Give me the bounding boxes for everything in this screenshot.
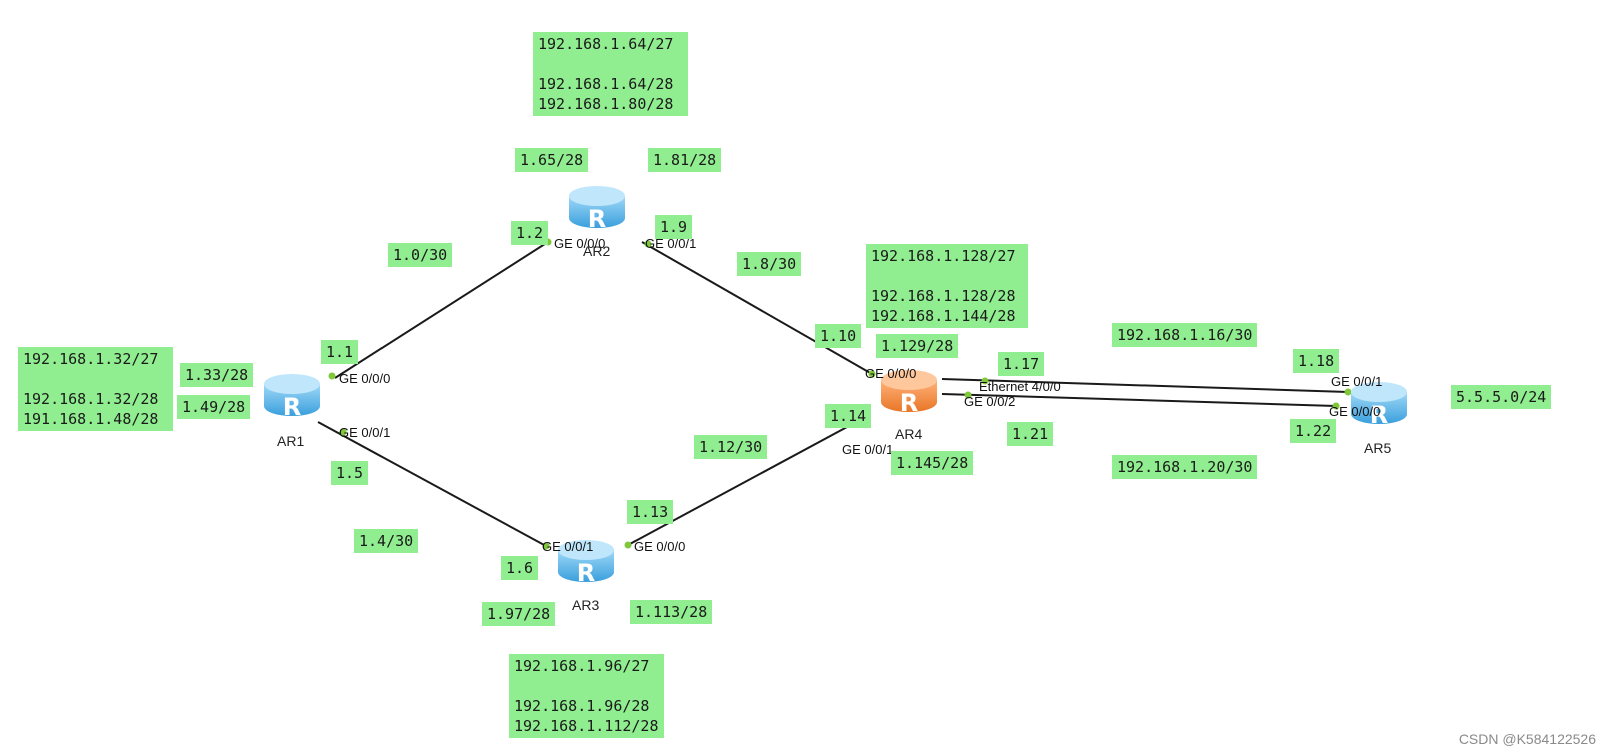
port-dot bbox=[1332, 402, 1340, 410]
note-ar4-ip-bottom: 1.14 bbox=[825, 404, 872, 428]
note-ar2-lan1: 1.65/28 bbox=[515, 148, 589, 172]
link-ar4-ar5-top[interactable] bbox=[941, 378, 1349, 393]
note-ar3-lan1: 1.97/28 bbox=[482, 602, 556, 626]
note-ar5-ip-bottom: 1.22 bbox=[1290, 419, 1337, 443]
router-glyph: R bbox=[577, 559, 595, 586]
note-ar4-lan1: 1.129/28 bbox=[876, 334, 959, 358]
note-ar2-ip-right: 1.9 bbox=[655, 215, 693, 239]
port-label-ar3-g000: GE 0/0/0 bbox=[634, 539, 686, 554]
port-dot bbox=[542, 542, 550, 550]
note-ar1-ip-bottom: 1.5 bbox=[331, 461, 369, 485]
note-ar4-ip-eth: 1.17 bbox=[998, 352, 1045, 376]
port-dot bbox=[868, 370, 876, 378]
note-ar3-lan-block: 192.168.1.96/27 192.168.1.96/28 192.168.… bbox=[509, 654, 664, 738]
links bbox=[317, 241, 1349, 547]
router-glyph: R bbox=[283, 393, 301, 420]
port-label-ar2-g000: GE 0/0/0 bbox=[554, 236, 606, 251]
note-ar5-ip-top: 1.18 bbox=[1293, 349, 1340, 373]
router-glyph: R bbox=[1370, 401, 1388, 428]
port-label-ar4-g002: GE 0/0/2 bbox=[964, 394, 1016, 409]
note-ar1-lan1: 1.33/28 bbox=[180, 363, 254, 387]
port-dot bbox=[981, 377, 989, 385]
port-label-ar4-g000: GE 0/0/0 bbox=[865, 366, 917, 381]
link-ar3-ar4[interactable] bbox=[627, 419, 861, 546]
note-ar2-lan2: 1.81/28 bbox=[648, 148, 722, 172]
note-ar2-lan-block: 192.168.1.64/27 192.168.1.64/28 192.168.… bbox=[533, 32, 688, 116]
router-glyph: R bbox=[588, 205, 606, 232]
port-dot bbox=[644, 240, 652, 248]
note-ar2-ip-left: 1.2 bbox=[511, 221, 549, 245]
link-ar1-ar2[interactable] bbox=[334, 241, 549, 379]
note-ar3-lan2: 1.113/28 bbox=[630, 600, 713, 624]
note-link-ar4-ar5-bottom: 192.168.1.20/30 bbox=[1112, 455, 1258, 479]
note-link-ar1-ar2: 1.0/30 bbox=[388, 243, 453, 267]
note-link-ar2-ar4: 1.8/30 bbox=[737, 252, 802, 276]
port-dot bbox=[339, 428, 347, 436]
port-dot bbox=[328, 372, 336, 380]
watermark: CSDN @K584122526 bbox=[1458, 731, 1596, 747]
port-label-ar5-g001: GE 0/0/1 bbox=[1331, 374, 1383, 389]
note-ar4-ip-g002: 1.21 bbox=[1007, 422, 1054, 446]
link-ar4-ar5-bottom[interactable] bbox=[941, 393, 1337, 407]
router-label-ar5: AR5 bbox=[1364, 440, 1392, 456]
port-label-ar1-g001: GE 0/0/1 bbox=[339, 425, 391, 440]
router-icon[interactable]: R bbox=[567, 182, 627, 232]
port-label-ar2-g001: GE 0/0/1 bbox=[645, 236, 697, 251]
router-icon[interactable]: R bbox=[1349, 378, 1409, 428]
port-label-ar3-g001: GE 0/0/1 bbox=[542, 539, 594, 554]
port-label-ar1-g000: GE 0/0/0 bbox=[339, 371, 391, 386]
port-dot bbox=[964, 391, 972, 399]
router-icon[interactable]: R bbox=[556, 536, 616, 586]
note-link-ar3-ar4: 1.12/30 bbox=[694, 435, 768, 459]
router-label-ar4: AR4 bbox=[895, 426, 923, 442]
port-dot bbox=[1344, 388, 1352, 396]
note-ar5-loopback: 5.5.5.0/24 bbox=[1451, 385, 1552, 409]
router-label-ar1: AR1 bbox=[277, 433, 305, 449]
port-label-ar4-e400: Ethernet 4/0/0 bbox=[979, 379, 1061, 394]
router-glyph: R bbox=[900, 389, 918, 416]
note-link-ar4-ar5-top: 192.168.1.16/30 bbox=[1112, 323, 1258, 347]
note-ar1-lan2: 1.49/28 bbox=[177, 395, 251, 419]
router-icon[interactable]: R bbox=[262, 370, 322, 420]
link-ar1-ar3[interactable] bbox=[317, 421, 547, 547]
note-ar4-lan-block: 192.168.1.128/27 192.168.1.128/28 192.16… bbox=[866, 244, 1028, 328]
link-ar2-ar4[interactable] bbox=[641, 241, 873, 375]
note-ar4-lan2: 1.145/28 bbox=[891, 451, 974, 475]
port-label-ar4-g001: GE 0/0/1 bbox=[842, 442, 894, 457]
note-ar3-ip-right: 1.13 bbox=[627, 500, 674, 524]
note-ar3-ip-left: 1.6 bbox=[501, 556, 539, 580]
port-dot bbox=[624, 541, 632, 549]
note-ar1-lan-block: 192.168.1.32/27 192.168.1.32/28 191.168.… bbox=[18, 347, 173, 431]
router-label-ar3: AR3 bbox=[572, 597, 600, 613]
port-label-ar5-g000: GE 0/0/0 bbox=[1329, 404, 1381, 419]
router-icon[interactable]: R bbox=[879, 366, 939, 416]
note-link-ar1-ar3: 1.4/30 bbox=[354, 529, 419, 553]
router-label-ar2: AR2 bbox=[583, 243, 611, 259]
note-ar1-ip-top: 1.1 bbox=[321, 340, 359, 364]
port-dots bbox=[328, 238, 1352, 550]
note-ar4-ip-top: 1.10 bbox=[815, 324, 862, 348]
